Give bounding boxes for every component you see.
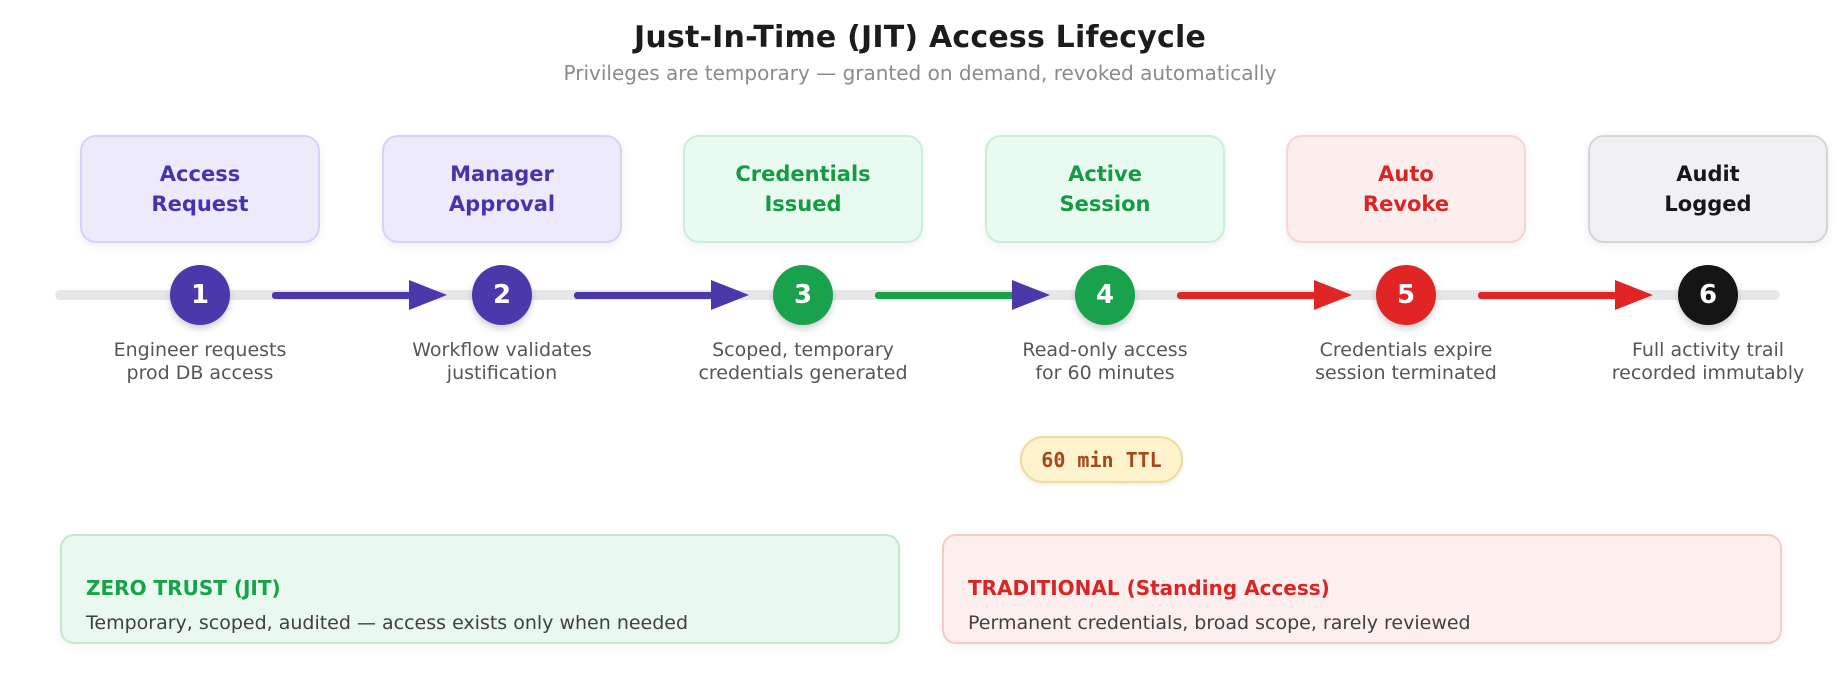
stage-column-active-session: Active Session 4 Read-only access for 60… [975, 0, 1235, 680]
stage-box: Auto Revoke [1286, 135, 1526, 243]
stage-description: Read-only access for 60 minutes [1022, 339, 1188, 384]
step-number: 1 [190, 280, 210, 310]
stage-column-credentials-issued: Credentials Issued 3 Scoped, temporary c… [673, 0, 933, 680]
zero-trust-heading: ZERO TRUST (JIT) [86, 576, 281, 600]
step-number: 3 [793, 280, 813, 310]
arrow-step2-step3 [574, 280, 749, 310]
arrow-step5-step6 [1478, 280, 1653, 310]
stage-description: Engineer requests prod DB access [113, 339, 287, 384]
stage-column-auto-revoke: Auto Revoke 5 Credentials expire session… [1276, 0, 1536, 680]
arrow-shaft [574, 292, 713, 299]
stage-description: Workflow validates justification [412, 339, 592, 384]
stage-label-line: Auto [1378, 162, 1434, 186]
step-number-circle: 6 [1678, 265, 1738, 325]
step-number: 6 [1698, 280, 1718, 310]
arrow-head-icon [1615, 280, 1653, 310]
stage-column-manager-approval: Manager Approval 2 Workflow validates ju… [372, 0, 632, 680]
arrow-shaft [1177, 292, 1316, 299]
stage-description: Credentials expire session terminated [1315, 339, 1497, 384]
stage-description: Scoped, temporary credentials generated [698, 339, 908, 384]
stage-box: Access Request [80, 135, 320, 243]
stage-label-line: Audit [1676, 162, 1740, 186]
stage-column-access-request: Access Request 1 Engineer requests prod … [70, 0, 330, 680]
stage-label-line: Revoke [1362, 192, 1450, 216]
diagram-subtitle: Privileges are temporary — granted on de… [563, 61, 1277, 85]
stage-column-audit-logged: Audit Logged 6 Full activity trail recor… [1578, 0, 1838, 680]
stage-label-line: Credentials [735, 162, 871, 186]
stage-label-line: Session [1059, 192, 1151, 216]
stage-box: Audit Logged [1588, 135, 1828, 243]
stage-label-line: Request [151, 192, 249, 216]
traditional-body: Permanent credentials, broad scope, rare… [968, 612, 1471, 634]
step-number: 4 [1095, 280, 1115, 310]
step-number-circle: 4 [1075, 265, 1135, 325]
step-number-circle: 1 [170, 265, 230, 325]
arrow-shaft [875, 292, 1014, 299]
stage-label-line: Issued [764, 192, 842, 216]
step-number-circle: 3 [773, 265, 833, 325]
zero-trust-card: ZERO TRUST (JIT) Temporary, scoped, audi… [60, 534, 900, 644]
step-number: 2 [492, 280, 512, 310]
stage-box: Credentials Issued [683, 135, 923, 243]
stage-box: Manager Approval [382, 135, 622, 243]
arrow-head-icon [409, 280, 447, 310]
stage-box: Active Session [985, 135, 1225, 243]
arrow-shaft [1478, 292, 1617, 299]
step-number: 5 [1396, 280, 1416, 310]
arrow-step4-step5 [1177, 280, 1352, 310]
stage-label-line: Manager [450, 162, 554, 186]
stage-description: Full activity trail recorded immutably [1611, 339, 1805, 384]
arrow-step1-step2 [272, 280, 447, 310]
arrow-shaft [272, 292, 411, 299]
traditional-card: TRADITIONAL (Standing Access) Permanent … [942, 534, 1782, 644]
traditional-heading: TRADITIONAL (Standing Access) [968, 576, 1330, 600]
arrow-head-icon [711, 280, 749, 310]
stage-label-line: Access [159, 162, 241, 186]
step-number-circle: 2 [472, 265, 532, 325]
arrow-step3-step4 [875, 280, 1050, 310]
arrow-head-icon [1012, 280, 1050, 310]
ttl-badge: 60 min TTL [1020, 436, 1183, 483]
diagram-title: Just-In-Time (JIT) Access Lifecycle [633, 20, 1207, 55]
step-number-circle: 5 [1376, 265, 1436, 325]
stage-label-line: Active [1068, 162, 1142, 186]
arrow-head-icon [1314, 280, 1352, 310]
stage-label-line: Approval [448, 192, 556, 216]
stage-label-line: Logged [1664, 192, 1752, 216]
zero-trust-body: Temporary, scoped, audited — access exis… [86, 612, 689, 634]
